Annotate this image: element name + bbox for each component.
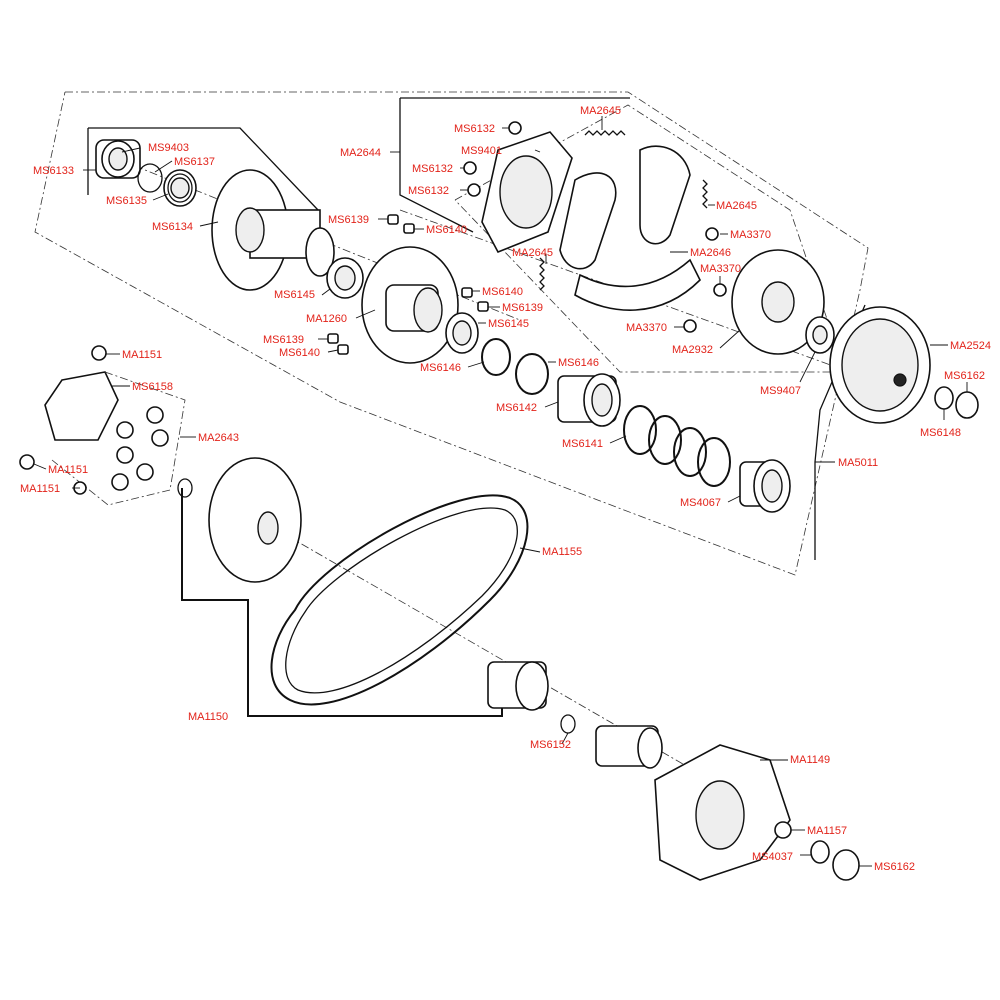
washer-ma1157 xyxy=(774,821,792,839)
label-ma1149: MA1149 xyxy=(790,754,830,766)
clutch-bell-ma2524 xyxy=(829,306,931,424)
label-ms6140-c: MS6140 xyxy=(279,347,320,359)
label-ms6133: MS6133 xyxy=(33,165,74,177)
label-ma1260: MA1260 xyxy=(306,313,347,325)
ma2644-bracket-left xyxy=(399,98,474,233)
label-ms6140-b: MS6140 xyxy=(482,286,523,298)
label-ma2524: MA2524 xyxy=(950,340,991,352)
label-ma1155: MA1155 xyxy=(542,546,582,558)
label-ma2645-a: MA2645 xyxy=(580,105,621,117)
nut-ma1151-top xyxy=(91,345,107,361)
seal-ms6145-a xyxy=(326,257,364,299)
part-labels: MS9403 MS6137 MS6133 MS6135 MS6134 MS613… xyxy=(20,105,991,873)
bearing-ms6135 xyxy=(163,169,197,207)
circlip-ms6152 xyxy=(560,714,576,734)
label-ms6134: MS6134 xyxy=(152,221,193,233)
label-ms6146-b: MS6146 xyxy=(558,357,599,369)
label-ma2932: MA2932 xyxy=(672,344,713,356)
nut-ms6162-b xyxy=(832,849,860,881)
label-ms6139-b: MS6139 xyxy=(502,302,543,314)
label-ms6132-a: MS6132 xyxy=(454,123,495,135)
bearing-group-bracket xyxy=(88,127,319,211)
label-ma1151-a: MA1151 xyxy=(122,349,162,361)
spring-seat-ms4067 xyxy=(739,459,791,513)
movable-driven-half-ma1260 xyxy=(361,246,459,364)
clutch-shoes-ma2646 xyxy=(559,145,701,311)
label-ma5011: MA5011 xyxy=(838,457,878,469)
drive-belt-ma1155 xyxy=(270,494,529,706)
label-ms6145-b: MS6145 xyxy=(488,318,529,330)
label-ma3370-b: MA3370 xyxy=(700,263,741,275)
label-ms6137: MS6137 xyxy=(174,156,215,168)
clutch-carrier-ma2932 xyxy=(731,249,825,355)
label-ms6145-a: MS6145 xyxy=(274,289,315,301)
label-ms6141: MS6141 xyxy=(562,438,603,450)
label-ma2645-b: MA2645 xyxy=(716,200,757,212)
label-ma3370-a: MA3370 xyxy=(730,229,771,241)
clutch-plate-ms9401 xyxy=(481,131,573,254)
variator-outline xyxy=(51,371,186,506)
label-ma2645-c: MA2645 xyxy=(512,247,553,259)
label-ms9407: MS9407 xyxy=(760,385,801,397)
label-ms4067: MS4067 xyxy=(680,497,721,509)
label-ms6162-a: MS6162 xyxy=(944,370,985,382)
label-ma1151-b: MA1151 xyxy=(48,464,88,476)
driven-pulley-ms6134 xyxy=(211,169,335,291)
label-ms6142: MS6142 xyxy=(496,402,537,414)
label-ms6152: MS6152 xyxy=(530,739,571,751)
ramp-plate-ms6158 xyxy=(44,371,119,441)
spring-ms6141 xyxy=(623,405,731,487)
label-ms6139-c: MS6139 xyxy=(263,334,304,346)
label-ms6158: MS6158 xyxy=(132,381,173,393)
drive-face-ma1150 xyxy=(208,457,302,583)
seal-ms6145-b xyxy=(445,312,479,354)
pins-ms6139-ms6140-c xyxy=(327,333,349,355)
label-ma2643: MA2643 xyxy=(198,432,239,444)
springs-ma2645 xyxy=(539,130,708,291)
label-ms6162-b: MS6162 xyxy=(874,861,915,873)
label-ms9403: MS9403 xyxy=(148,142,189,154)
clutch-group-outline xyxy=(34,91,869,576)
fan-pulley-ma1149 xyxy=(654,744,791,881)
label-ma2646: MA2646 xyxy=(690,247,731,259)
bearing-ms9403 xyxy=(95,139,141,179)
pins-ms6139-ms6140-a xyxy=(387,214,415,234)
o-rings-ms6146 xyxy=(481,338,549,395)
label-ms6140-a: MS6140 xyxy=(426,224,467,236)
washer-ms4037 xyxy=(810,840,830,864)
rollers-ma2643 xyxy=(111,406,169,491)
nut-ms9407 xyxy=(805,316,835,354)
pins-ms6139-ms6140-b xyxy=(461,287,489,312)
label-ms9401: MS9401 xyxy=(461,145,502,157)
label-ma1151-c: MA1151 xyxy=(20,483,60,495)
leader-lines xyxy=(33,116,968,867)
label-ma1157: MA1157 xyxy=(807,825,847,837)
label-ms6148: MS6148 xyxy=(920,427,961,439)
washer-ms6148 xyxy=(934,386,954,410)
label-ms4037: MS4037 xyxy=(752,851,793,863)
circlip-variator xyxy=(177,478,193,498)
label-ma1150: MA1150 xyxy=(188,711,228,723)
sleeve-ms6152 xyxy=(595,725,663,769)
label-ms6135: MS6135 xyxy=(106,195,147,207)
circlip-ms6137 xyxy=(137,163,163,193)
bushing-ma1150 xyxy=(487,661,549,711)
label-ma3370-c: MA3370 xyxy=(626,322,667,334)
label-ma2644: MA2644 xyxy=(340,147,381,159)
guide-sleeve-ms6142 xyxy=(557,373,621,427)
nut-ms6162-a xyxy=(955,391,979,419)
label-ms6132-b: MS6132 xyxy=(412,163,453,175)
pads-ma3370 xyxy=(683,227,727,333)
label-ms6132-c: MS6132 xyxy=(408,185,449,197)
label-ms6139-a: MS6139 xyxy=(328,214,369,226)
label-ms6146-a: MS6146 xyxy=(420,362,461,374)
